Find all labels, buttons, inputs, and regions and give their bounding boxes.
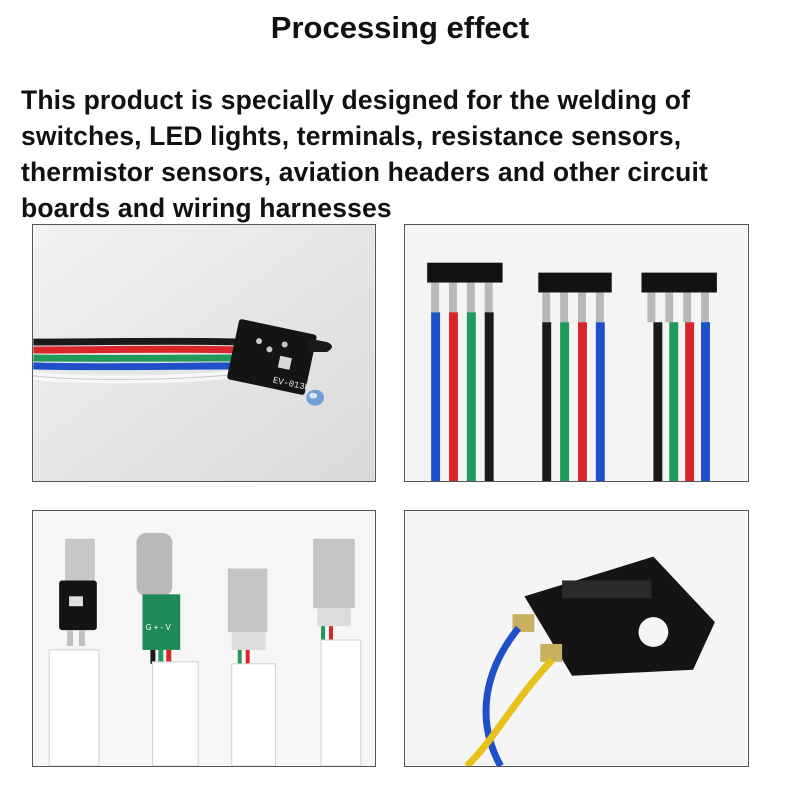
photo-usb-connectors: G + - V: [32, 510, 376, 767]
page-title: Processing effect: [270, 10, 530, 45]
usb-board-marking: G + - V: [145, 623, 171, 632]
photo-dupont-headers: [404, 224, 749, 482]
dupont-headers-illustration: [405, 225, 748, 481]
photo-microswitch: [404, 510, 749, 767]
product-description: This product is specially designed for t…: [21, 85, 708, 223]
microswitch-illustration: [405, 511, 748, 766]
photo-sensor-board: EV-013H: [32, 224, 376, 482]
sensor-board-illustration: EV-013H: [33, 225, 375, 481]
usb-connectors-illustration: G + - V: [33, 511, 375, 766]
